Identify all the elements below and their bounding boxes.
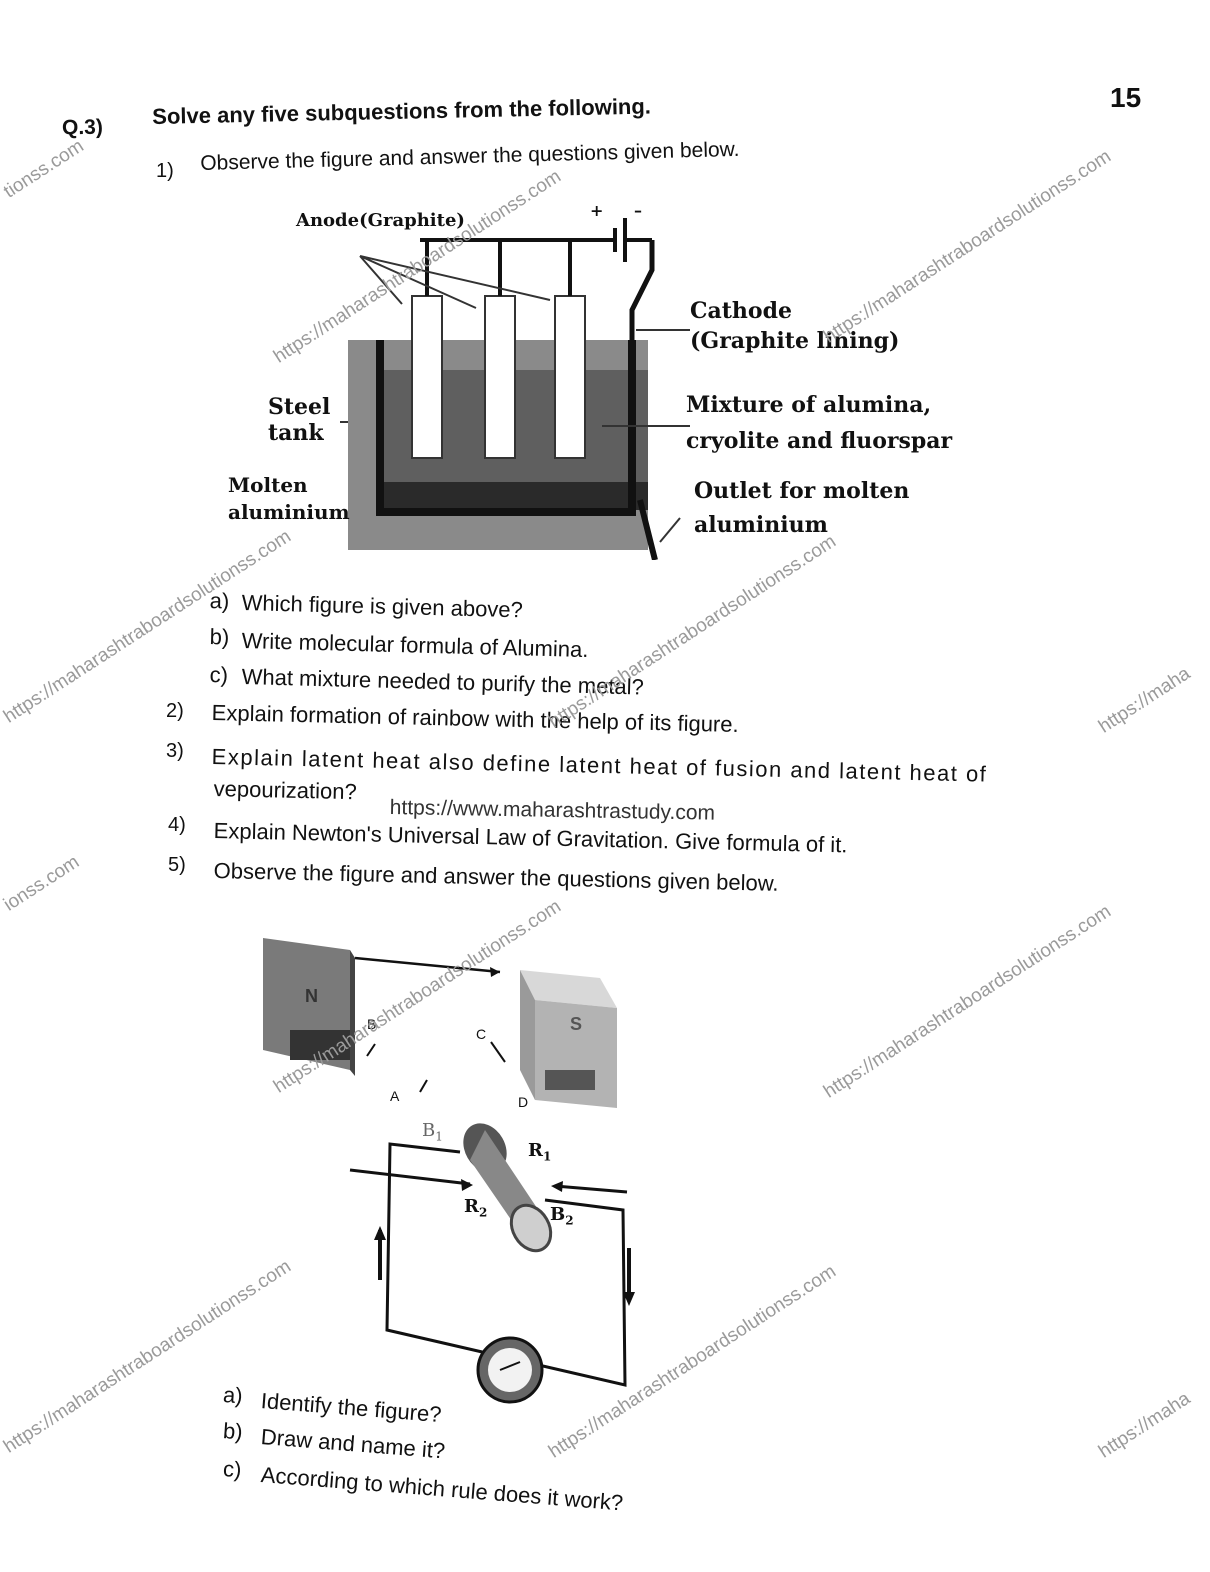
watermark: https://maharashtraboardsolutionss.com xyxy=(545,530,840,733)
subquestion-1-text: Observe the figure and answer the questi… xyxy=(200,137,740,175)
label-cathode-1: Cathode xyxy=(690,298,792,324)
fig2-question-c-label: c) xyxy=(222,1456,243,1483)
watermark: https://maharashtraboardsolutionss.com xyxy=(820,900,1115,1103)
label-b: B xyxy=(367,1016,377,1032)
label-cathode-2: (Graphite lining) xyxy=(690,328,900,354)
label-molten-1: Molten xyxy=(228,473,308,497)
label-outlet-2: aluminium xyxy=(694,512,828,538)
subquestion-4-number: 4) xyxy=(168,814,186,836)
watermark: https://maha xyxy=(1095,663,1195,738)
question-title: Solve any five subquestions from the fol… xyxy=(152,93,652,129)
subquestion-2-number: 2) xyxy=(166,700,184,722)
watermark: ionss.com xyxy=(0,851,84,916)
generator-diagram xyxy=(263,938,635,1404)
fig2-question-b: Draw and name it? xyxy=(260,1424,447,1464)
label-outlet-1: Outlet for molten xyxy=(694,478,910,504)
label-mixture-1: Mixture of alumina, xyxy=(686,392,932,418)
label-d: D xyxy=(518,1094,529,1110)
magnet-south xyxy=(520,970,617,1008)
label-anode: Anode(Graphite) xyxy=(296,210,465,231)
subquestion-3-number: 3) xyxy=(166,740,184,762)
label-mixture-2: cryolite and fluorspar xyxy=(686,428,953,454)
label-b1: B1 xyxy=(422,1120,443,1144)
label-s: S xyxy=(570,1014,583,1034)
study-link[interactable]: https://www.maharashtrastudy.com xyxy=(389,796,716,825)
subquestion-2-text: Explain formation of rainbow with the he… xyxy=(211,700,739,737)
subquestion-4-text: Explain Newton's Universal Law of Gravit… xyxy=(213,818,848,858)
fig1-question-b-label: b) xyxy=(209,624,230,650)
fig2-question-c: According to which rule does it work? xyxy=(260,1462,625,1516)
label-b2: B2 xyxy=(550,1204,574,1228)
label-r2: R2 xyxy=(464,1196,488,1220)
label-r1: R1 xyxy=(528,1140,552,1164)
label-molten-2: aluminium xyxy=(228,500,350,524)
watermark: https://maharashtraboardsolutionss.com xyxy=(0,1255,295,1458)
label-minus: – xyxy=(634,201,642,220)
anode-2 xyxy=(484,295,516,459)
subquestion-5-number: 5) xyxy=(168,854,186,876)
label-steel-1: Steel xyxy=(268,394,331,420)
label-n: N xyxy=(305,986,318,1006)
fig2-question-a-label: a) xyxy=(222,1382,244,1409)
molten-aluminium-layer xyxy=(378,482,648,510)
fig2-question-b-label: b) xyxy=(222,1418,244,1445)
electrolysis-diagram xyxy=(340,218,690,560)
page-number: 15 xyxy=(1110,82,1142,113)
fig1-question-a: Which figure is given above? xyxy=(241,590,524,623)
watermark: https://maharashtraboardsolutionss.com xyxy=(0,525,295,728)
watermark: tionss.com xyxy=(0,135,88,203)
subquestion-3-text-2: vepourization? xyxy=(213,776,358,805)
question-number: Q.3) xyxy=(61,115,104,140)
label-plus: + xyxy=(590,201,604,220)
watermark: https://maha xyxy=(1095,1388,1195,1463)
label-c: C xyxy=(476,1026,487,1042)
subquestion-1-number: 1) xyxy=(156,160,174,182)
subquestion-5-text: Observe the figure and answer the questi… xyxy=(213,858,779,896)
fig1-question-b: Write molecular formula of Alumina. xyxy=(241,628,589,663)
fig1-question-c-label: c) xyxy=(209,662,229,688)
anode-1 xyxy=(411,295,443,459)
label-steel-2: tank xyxy=(268,420,324,446)
slip-ring-2 xyxy=(509,1203,553,1253)
label-a: A xyxy=(390,1088,400,1104)
anode-3 xyxy=(554,295,586,459)
